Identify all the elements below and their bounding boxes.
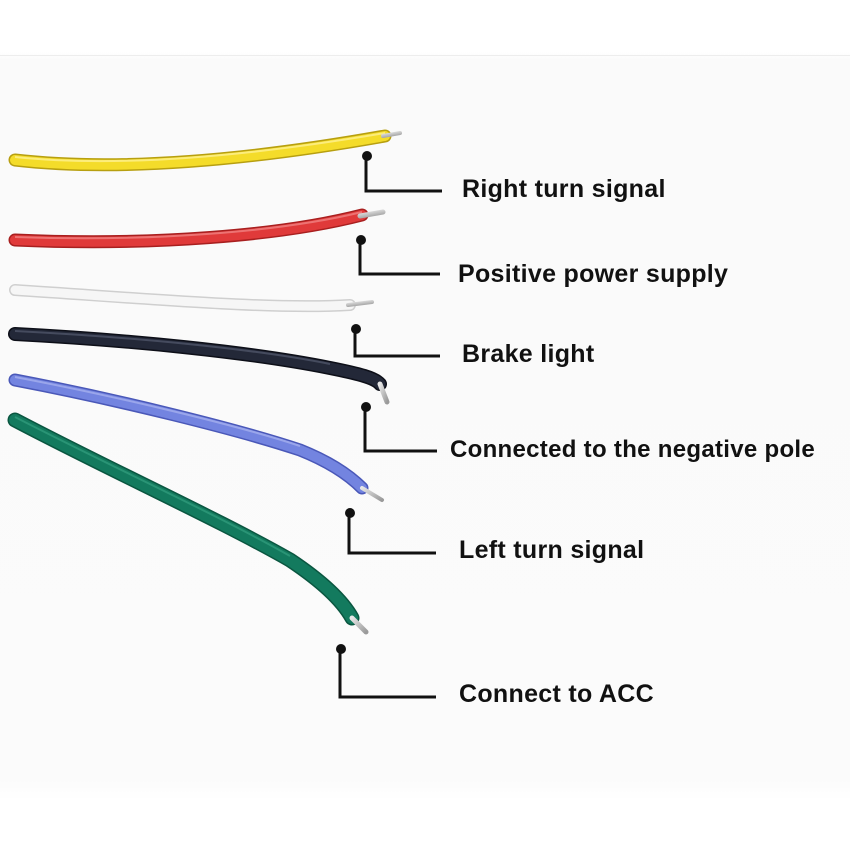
callout-negative bbox=[361, 402, 437, 453]
wire-blue bbox=[8, 373, 384, 502]
label-brake-light: Brake light bbox=[462, 340, 595, 368]
divider bbox=[0, 55, 850, 56]
label-negative-pole: Connected to the negative pole bbox=[450, 436, 816, 463]
label-positive-power-supply: Positive power supply bbox=[458, 260, 729, 288]
callout-right-turn bbox=[362, 151, 442, 193]
label-right-turn-signal: Right turn signal bbox=[462, 175, 666, 203]
wire-black bbox=[8, 327, 390, 405]
wire-green bbox=[7, 412, 369, 635]
wire-yellow bbox=[8, 129, 402, 172]
label-connect-acc: Connect to ACC bbox=[459, 680, 654, 708]
wire-white bbox=[9, 284, 374, 313]
wire-red bbox=[8, 208, 386, 249]
callout-acc bbox=[336, 644, 436, 699]
callout-brake bbox=[351, 324, 440, 358]
callout-left-turn bbox=[345, 508, 436, 555]
label-left-turn-signal: Left turn signal bbox=[459, 536, 645, 564]
callout-positive-power bbox=[356, 235, 440, 276]
